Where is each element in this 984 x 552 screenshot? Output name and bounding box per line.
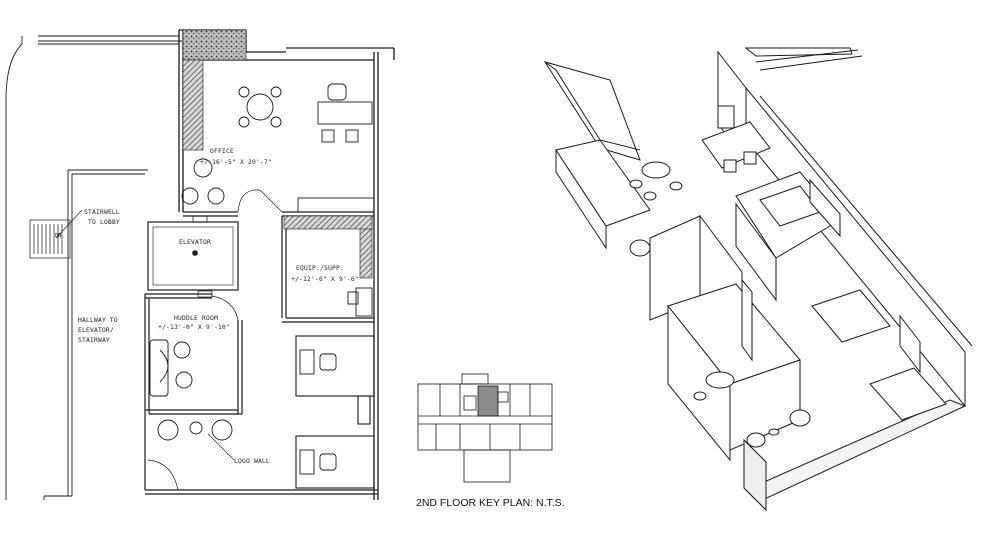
office-credenza bbox=[297, 197, 375, 213]
elevator-label: ELEVATOR bbox=[179, 239, 211, 246]
hallway-label-3: STAIRWAY bbox=[78, 337, 110, 344]
floor-plan bbox=[5, 29, 395, 500]
workstation-2 bbox=[299, 449, 337, 475]
office-size: +/-16'-5" X 20'-7" bbox=[200, 159, 272, 166]
hallway-outline bbox=[5, 43, 148, 500]
equip-desk bbox=[347, 287, 373, 317]
suite-walls bbox=[145, 29, 395, 500]
huddle-room-walls bbox=[144, 293, 243, 490]
huddle-door-swing bbox=[211, 295, 239, 321]
equip-size: +/-12'-6" X 9'-6" bbox=[291, 276, 359, 283]
workstation-partitions bbox=[295, 335, 375, 489]
equip-room-walls bbox=[281, 216, 374, 323]
office-table-set bbox=[238, 86, 282, 128]
huddle-label: HUDDLE ROOM bbox=[174, 315, 218, 322]
key-plan bbox=[417, 373, 553, 483]
key-plan-highlight bbox=[477, 385, 499, 417]
stone-wall-top bbox=[182, 29, 247, 61]
huddle-table bbox=[149, 339, 193, 397]
hatched-header bbox=[283, 215, 373, 230]
office-door-swing bbox=[237, 189, 261, 213]
office-desk bbox=[317, 83, 373, 143]
elevator-shaft bbox=[147, 221, 239, 291]
stairwell-label-2: TO LOBBY bbox=[88, 219, 120, 226]
dn-label: DN bbox=[55, 233, 61, 239]
office-lounge-chairs bbox=[181, 158, 225, 205]
equip-label: EQUIP./SUPP. bbox=[296, 265, 344, 272]
iso-workstation-2 bbox=[869, 367, 947, 421]
isometric-view bbox=[543, 47, 973, 512]
hallway-label-1: HALLWAY TO bbox=[78, 317, 118, 324]
key-plan-caption: 2ND FLOOR KEY PLAN: N.T.S. bbox=[416, 497, 565, 509]
iso-huddle-wall bbox=[667, 304, 731, 462]
workstation-1 bbox=[299, 349, 337, 375]
floor-plan-labels: OFFICE +/-16'-5" X 20'-7" ELEVATOR EQUIP… bbox=[55, 148, 359, 465]
stairwell bbox=[29, 209, 83, 259]
iso-lobby-chair-2 bbox=[789, 409, 811, 427]
huddle-size: +/-13'-0" X 9'-10" bbox=[158, 324, 230, 331]
hallway-label-2: ELEVATOR/ bbox=[78, 327, 114, 334]
lobby-chairs bbox=[157, 419, 233, 441]
iso-lobby-chair-1 bbox=[746, 432, 766, 448]
entry-door-swing bbox=[147, 459, 179, 491]
iso-roof-edge bbox=[744, 47, 853, 57]
office-label: OFFICE bbox=[210, 148, 234, 155]
corridor-top-wall bbox=[21, 35, 182, 45]
logo-wall-leader bbox=[207, 433, 235, 461]
hatched-wall-office bbox=[182, 59, 204, 151]
iso-round-table bbox=[641, 161, 671, 179]
logo-wall-label: LOGO WALL bbox=[234, 458, 270, 465]
stairwell-label-1: STAIRWELL bbox=[84, 209, 120, 216]
iso-workstation-1 bbox=[811, 289, 891, 343]
